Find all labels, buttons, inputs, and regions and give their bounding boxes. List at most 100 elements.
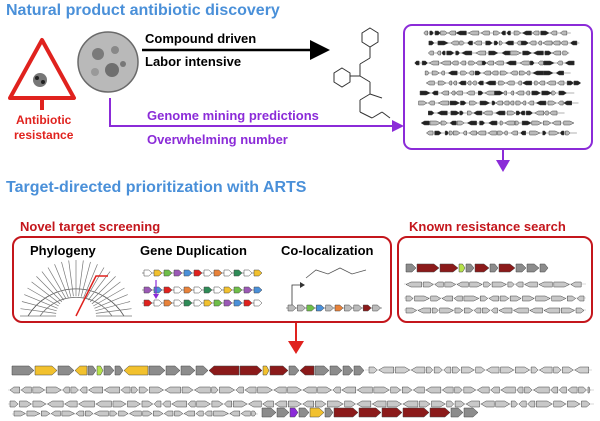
resistance-word: resistance [14,128,74,142]
gene-arrow [302,400,315,408]
gene-arrow [509,70,518,76]
gene-arrow [500,30,506,36]
known-resistance-box [397,236,593,323]
gene-arrow [46,400,64,408]
gene-arrow [500,386,516,394]
gene-arrow [87,365,97,376]
gene-arrow [426,130,434,136]
gene-arrow [484,80,496,86]
gene-arrow [444,130,449,136]
gene-arrow [426,366,434,374]
gene-arrow [427,50,434,56]
gene-arrow [120,386,131,394]
gene-arrow [521,80,532,86]
phylogeny-tree-icon [20,260,132,317]
gene-arrow [114,365,124,376]
gene-arrow [518,400,527,408]
gene-arrow [224,400,232,408]
gene-arrow [183,286,193,294]
gene-arrow [543,307,561,314]
gene-arrow [446,400,454,408]
gene-arrow [476,386,490,394]
gene-arrow [467,110,473,116]
gene-arrow [567,400,581,408]
gene-arrow [547,100,557,106]
gene-arrow [183,410,195,417]
gene-arrow [459,60,467,66]
gene-arrow [556,60,563,66]
gene-arrow [20,386,32,394]
gene-arrow [428,40,435,46]
gene-arrow [549,30,558,36]
warning-triangle-icon [8,38,76,110]
gene-arrow [195,410,204,417]
gene-arrow [298,407,310,418]
gene-arrow [531,120,543,126]
gene-arrow [483,281,491,288]
gene-arrow [463,386,477,394]
gene-arrow [460,100,467,106]
gene-arrow [251,410,257,417]
gene-arrow [543,60,555,66]
co-localization-label: Co-localization [281,243,374,258]
gene-arrow [449,120,457,126]
gene-duplication-icon [142,269,263,307]
gene-arrow [423,30,428,36]
gene-arrow [538,80,546,86]
gene-arrow [499,70,509,76]
gene-arrow [187,400,196,408]
gene-arrow [446,50,455,56]
gene-arrow [378,366,394,374]
gene-arrow [61,410,76,417]
gene-arrow [153,400,162,408]
gene-arrow [448,80,453,86]
gene-arrow [34,365,58,376]
gene-arrow [26,410,41,417]
gene-arrow [163,299,173,307]
gene-arrow [555,70,564,76]
gene-arrow [500,366,515,374]
gene-arrow [32,386,46,394]
gene-arrow [473,110,483,116]
gene-arrow [576,295,585,302]
gene-arrow [32,400,47,408]
gene-arrow [239,365,263,376]
gene-arrow [476,130,487,136]
gene-arrow [193,386,211,394]
gene-arrow [95,400,112,408]
gene-arrow [564,60,575,66]
gene-arrow [127,400,141,408]
gene-arrow [522,50,533,56]
gene-arrow [273,386,287,394]
gene-arrow [57,365,75,376]
gene-arrow [153,410,164,417]
gene-arrow [521,100,527,106]
gene-arrow [362,304,372,312]
gene-arrow [431,90,439,96]
gene-arrow [450,90,456,96]
gene-arrow [562,50,569,56]
gene-arrow [421,60,428,66]
gene-arrow [274,400,288,408]
gene-arrow [78,400,95,408]
gene-arrow [165,365,181,376]
gene-arrow [559,30,568,36]
gene-arrow [436,50,441,56]
gene-arrow [183,269,193,277]
gene-arrow [269,365,289,376]
gene-arrow [535,295,551,302]
gene-arrow [196,400,211,408]
gene-arrow [466,120,477,126]
gene-arrow [529,307,543,314]
gene-arrow [460,70,468,76]
gene-arrow [9,386,20,394]
gene-arrow [11,365,35,376]
gene-arrow [515,110,521,116]
gene-arrow [456,120,465,126]
gene-arrow [515,366,531,374]
gene-arrow [472,80,477,86]
gene-arrow [288,365,300,376]
gene-arrow [522,295,535,302]
gene-arrow [530,366,539,374]
gene-arrow [314,365,330,376]
